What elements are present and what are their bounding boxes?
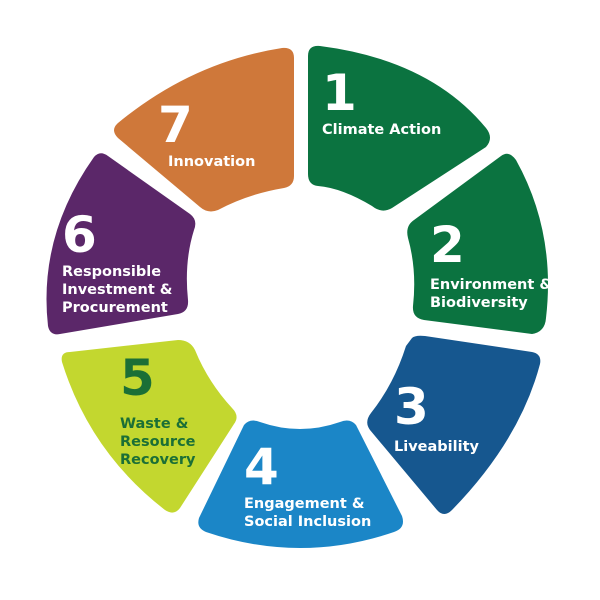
segment-6-number: 6 <box>62 206 97 264</box>
segment-6-shape <box>46 153 196 335</box>
segment-4[interactable]: 4 Engagement & Social Inclusion <box>198 420 403 548</box>
segment-3-number: 3 <box>394 378 429 436</box>
segment-5-number: 5 <box>120 349 155 407</box>
segment-2[interactable]: 2 Environment & Biodiversity <box>407 153 557 334</box>
segment-6-label: Responsible Investment & Procurement <box>62 264 178 316</box>
segment-4-number: 4 <box>244 438 279 496</box>
segment-1[interactable]: 1 Climate Action <box>308 45 490 211</box>
segment-2-label: Environment & Biodiversity <box>430 277 557 311</box>
segment-4-shape <box>198 420 403 548</box>
segment-3[interactable]: 3 Liveability <box>367 335 541 514</box>
segment-2-shape <box>407 153 548 334</box>
segment-1-label: Climate Action <box>322 122 441 138</box>
segment-7-label: Innovation <box>168 154 255 170</box>
segment-1-shape <box>308 45 490 211</box>
segment-6[interactable]: 6 Responsible Investment & Procurement <box>46 153 196 335</box>
segment-7-number: 7 <box>158 96 193 154</box>
segment-7[interactable]: 7 Innovation <box>114 47 294 212</box>
segment-3-label: Liveability <box>394 439 480 455</box>
segment-7-shape <box>114 47 294 212</box>
segment-1-number: 1 <box>322 64 357 122</box>
segment-5[interactable]: 5 Waste & Resource Recovery <box>61 340 237 513</box>
segment-3-shape <box>367 335 541 514</box>
segment-5-label: Waste & Resource Recovery <box>120 416 201 468</box>
segment-4-label: Engagement & Social Inclusion <box>244 496 371 530</box>
segment-5-shape <box>61 340 237 513</box>
segment-2-number: 2 <box>430 216 465 274</box>
